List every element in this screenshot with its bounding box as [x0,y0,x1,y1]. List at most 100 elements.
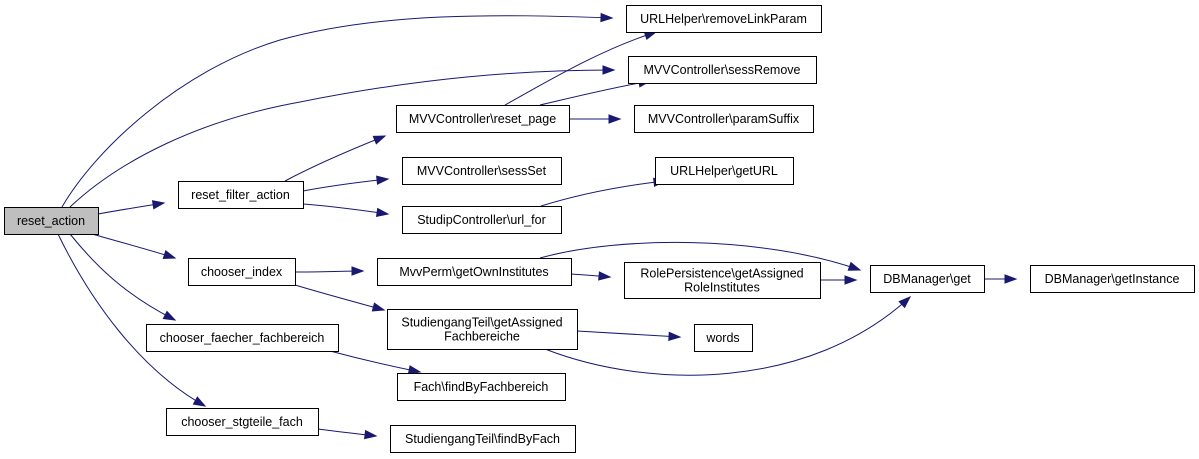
node-mvvcontroller-sessremove[interactable]: MVVController\sessRemove [628,56,817,84]
edge-line [539,241,861,271]
edge-mvvperm_getowninstitutes-to-dbmanager_get [539,241,862,271]
arrow-head [364,429,378,440]
node-rolepersistence-getassignedroleinstitutes[interactable]: RolePersistence\getAssignedRoleInstitute… [624,262,821,299]
node-box[interactable] [166,408,319,436]
edge-line [91,233,176,259]
edge-line [302,178,389,192]
node-dbmanager-getinstance[interactable]: DBManager\getInstance [1030,265,1195,293]
arrow-head [844,275,858,285]
arrow-head [151,200,166,210]
node-label: MVVController\reset_page [409,112,556,126]
edge-reset_filter_action-to-studipcontroller_url_for [302,203,390,218]
node-chooser-faecher-fachbereich[interactable]: chooser_faecher_fachbereich [146,324,339,352]
edge-line [69,233,176,321]
node-chooser-stgteile-fach[interactable]: chooser_stgteile_fach [166,408,319,436]
arrow-head [600,12,614,23]
edge-chooser_index-to-mvvperm_getowninstitutes [294,266,365,276]
edge-reset_filter_action-to-mvvcontroller_reset_page [284,135,387,182]
node-chooser-index[interactable]: chooser_index [188,258,296,286]
arrow-head [372,135,387,145]
node-box[interactable] [694,324,753,352]
node-box[interactable] [634,105,814,133]
arrow-head [375,207,390,218]
node-label: chooser_index [201,265,283,279]
edge-chooser_index-to-studiengangteil_getassignedfachbereiche [294,284,386,312]
arrow-head [351,266,365,276]
arrow-head [371,302,386,312]
node-box[interactable] [402,157,562,185]
node-box[interactable] [397,373,566,401]
node-label: chooser_faecher_fachbereich [160,331,325,345]
edges-layer [57,12,1018,440]
node-box[interactable] [390,425,576,453]
edge-line [544,296,911,376]
node-box[interactable] [870,265,985,293]
node-box[interactable] [655,157,794,185]
arrow-head [668,331,682,342]
arrow-head [847,261,862,271]
node-label: URLHelper\removeLinkParam [640,12,807,26]
node-box[interactable] [624,262,821,299]
node-box[interactable] [387,309,578,350]
node-mvvcontroller-sessset[interactable]: MVVController\sessSet [402,157,562,185]
edge-line [69,69,615,208]
edge-chooser_faecher_fachbereich-to-fach_findbyfachbereich [329,350,422,375]
node-reset-action[interactable]: reset_action [4,207,99,235]
node-label: MVVController\sessSet [417,164,547,178]
edge-reset_action-to-chooser_index [91,233,177,260]
node-label: DBManager\get [883,272,971,286]
node-studipcontroller-url-for[interactable]: StudipController\url_for [402,206,562,234]
arrow-head [898,296,912,309]
node-box[interactable] [146,324,339,352]
edge-line [329,350,421,373]
node-box[interactable] [1030,265,1195,293]
edge-studiengangteil_getassignedfachbereiche-to-dbmanager_get [544,296,912,376]
node-label: RoleInstitutes [684,281,760,295]
node-box[interactable] [377,258,572,286]
arrow-head [602,65,616,75]
node-label: Fachbereiche [444,330,520,344]
node-box[interactable] [396,105,570,133]
arrow-head [192,396,207,407]
arrow-head [608,114,622,124]
edge-line [539,80,651,106]
edge-chooser_stgteile_fach-to-studiengangteil_findbyfach [317,428,378,440]
arrow-head [407,365,422,375]
node-box[interactable] [188,258,296,286]
node-box[interactable] [4,207,99,235]
edge-line [57,233,206,407]
node-box[interactable] [178,181,304,209]
node-mvvcontroller-paramsuffix[interactable]: MVVController\paramSuffix [634,105,814,133]
node-label: MVVController\sessRemove [644,63,801,77]
arrow-head [376,175,390,185]
edge-dbmanager_get-to-dbmanager_getinstance [984,274,1018,284]
node-reset-filter-action[interactable]: reset_filter_action [178,181,304,209]
node-mvvcontroller-reset-page[interactable]: MVVController\reset_page [396,105,570,133]
edge-line [284,135,386,182]
edge-line [61,15,613,208]
node-mvvperm-getowninstitutes[interactable]: MvvPerm\getOwnInstitutes [377,258,572,286]
node-label: StudiengangTeil\findByFach [405,432,560,446]
node-label: words [705,331,739,345]
arrow-head [162,310,177,321]
node-fach-findbyfachbereich[interactable]: Fach\findByFachbereich [397,373,566,401]
node-box[interactable] [402,206,562,234]
node-words[interactable]: words [694,324,753,352]
edge-line [576,330,681,338]
edge-rolepersistence_getassignedroleinstitutes-to-dbmanager_get [820,275,858,285]
edge-reset_action-to-reset_filter_action [97,200,166,215]
node-label: StudipController\url_for [417,213,546,227]
node-box[interactable] [628,56,817,84]
edge-reset_action-to-urlhelper_removelinkparam [61,12,614,208]
node-label: RolePersistence\getAssigned [640,267,803,281]
node-dbmanager-get[interactable]: DBManager\get [870,265,985,293]
node-urlhelper-removelinkparam[interactable]: URLHelper\removeLinkParam [626,5,822,33]
node-studiengangteil-findbyfach[interactable]: StudiengangTeil\findByFach [390,425,576,453]
node-box[interactable] [626,5,822,33]
node-label: StudiengangTeil\getAssigned [401,316,562,330]
node-label: reset_action [17,214,85,228]
node-urlhelper-geturl[interactable]: URLHelper\getURL [655,157,794,185]
edge-reset_action-to-mvvcontroller_sessremove [69,65,616,208]
edge-reset_filter_action-to-mvvcontroller_sessset [302,175,390,192]
